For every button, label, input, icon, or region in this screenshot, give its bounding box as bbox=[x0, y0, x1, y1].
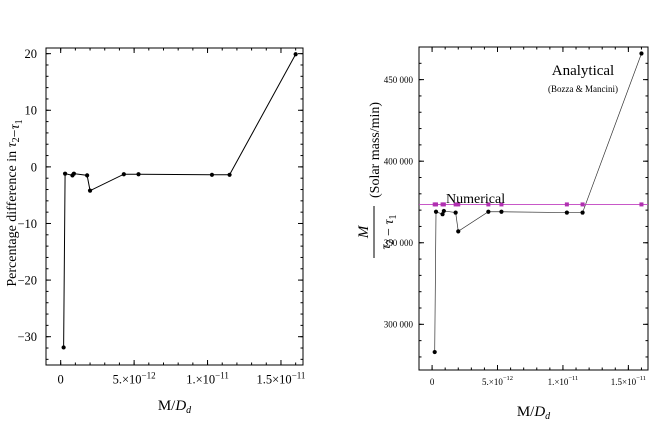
y-label-denominator: τ2 − τ1 bbox=[379, 215, 399, 250]
numerical-point bbox=[441, 202, 446, 207]
y-tick-label: 10 bbox=[25, 104, 38, 118]
numerical-point bbox=[486, 202, 491, 207]
data-point bbox=[293, 52, 298, 57]
x-tick-label: 1.5×10−11 bbox=[611, 375, 646, 387]
data-point bbox=[580, 210, 585, 215]
y-label-numerator: M bbox=[356, 224, 372, 239]
numerical-point bbox=[434, 202, 439, 207]
left-x-axis-label: M/Dd bbox=[158, 398, 192, 416]
y-tick-label: 400 000 bbox=[384, 156, 414, 166]
data-point bbox=[121, 172, 126, 177]
numerical-point bbox=[456, 202, 461, 207]
right-chart: 450 000 400 000 350 000 300 000 0 5.×10−12 1.… bbox=[356, 46, 649, 422]
right-y-axis-label: Mτ2 − τ1 (Solar mass/min) bbox=[356, 102, 399, 258]
y-tick-label: −10 bbox=[17, 217, 37, 231]
right-plot-frame bbox=[418, 46, 649, 371]
numerical-point bbox=[564, 202, 569, 207]
data-point bbox=[499, 209, 504, 214]
right-series bbox=[419, 51, 648, 355]
data-point bbox=[441, 208, 446, 214]
data-point bbox=[453, 210, 458, 215]
left-series bbox=[61, 52, 298, 350]
data-point bbox=[227, 172, 232, 177]
left-y-axis: 20 10 0 −10 −20 −30 bbox=[17, 47, 303, 360]
data-point bbox=[87, 188, 93, 193]
series-line bbox=[63, 53, 297, 348]
right-x-axis-label: M/Dd bbox=[517, 404, 551, 422]
data-point bbox=[71, 171, 77, 176]
x-tick-label: 0 bbox=[430, 377, 435, 387]
y-tick-label: −20 bbox=[17, 273, 37, 287]
data-point bbox=[136, 172, 141, 177]
numerical-point bbox=[499, 202, 504, 207]
y-tick-label: 450 000 bbox=[384, 75, 414, 85]
left-chart: 20 10 0 −10 −20 −30 0 5.×10−12 1.×10−11 1.5×10−1… bbox=[5, 47, 305, 416]
x-tick-label: 5.×10−12 bbox=[482, 375, 513, 387]
data-point bbox=[432, 349, 437, 355]
data-point bbox=[564, 210, 569, 215]
data-point bbox=[433, 209, 439, 214]
data-point bbox=[62, 171, 68, 176]
data-point bbox=[85, 173, 90, 178]
right-x-axis: 0 5.×10−12 1.×10−11 1.5×10−11 bbox=[418, 47, 646, 387]
right-y-axis: 450 000 400 000 350 000 300 000 bbox=[384, 46, 648, 358]
annotation-numerical: Numerical bbox=[446, 192, 505, 207]
numerical-point bbox=[580, 202, 585, 207]
data-point bbox=[440, 212, 445, 217]
y-label-unit: (Solar mass/min) bbox=[368, 102, 383, 198]
numerical-point bbox=[453, 202, 458, 207]
data-point bbox=[209, 172, 215, 177]
y-tick-label: −30 bbox=[17, 330, 37, 344]
right-annotations: Analytical (Bozza & Mancini) Numerical bbox=[446, 63, 618, 207]
y-tick-label: 350 000 bbox=[384, 238, 414, 248]
y-tick-label: 0 bbox=[31, 160, 37, 174]
left-plot-frame bbox=[45, 47, 304, 366]
y-tick-label: 20 bbox=[25, 47, 38, 61]
left-y-axis-label: Percentage difference in τ2−τ1 bbox=[5, 119, 25, 286]
data-point bbox=[61, 345, 66, 350]
data-point bbox=[486, 209, 491, 214]
annotation-analytical: Analytical bbox=[552, 63, 614, 79]
x-tick-label: 1.×10−11 bbox=[186, 371, 229, 387]
x-tick-label: 0 bbox=[58, 373, 64, 387]
x-tick-label: 1.5×10−11 bbox=[257, 371, 306, 387]
x-tick-label: 1.×10−11 bbox=[548, 375, 579, 387]
left-x-axis: 0 5.×10−12 1.×10−11 1.5×10−11 bbox=[45, 48, 306, 387]
numerical-point bbox=[639, 202, 644, 207]
data-point bbox=[639, 51, 644, 56]
y-tick-label: 300 000 bbox=[384, 319, 414, 329]
data-point bbox=[456, 229, 461, 234]
annotation-bozza-mancini: (Bozza & Mancini) bbox=[548, 84, 618, 94]
x-tick-label: 5.×10−12 bbox=[113, 371, 156, 387]
